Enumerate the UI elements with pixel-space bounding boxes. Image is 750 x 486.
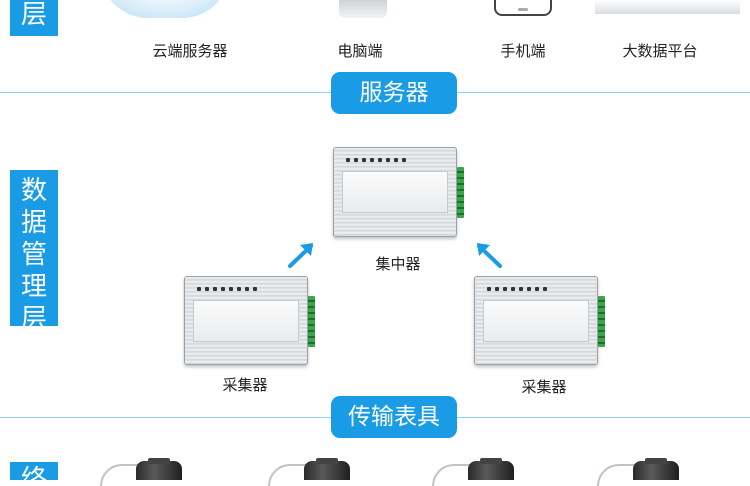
caption-collector-right: 采集器 [499, 376, 589, 397]
caption-computer: 电脑端 [315, 40, 405, 61]
device-front-panel [193, 300, 299, 342]
server-pill: 服务器 [331, 72, 457, 114]
caption-cloud-server: 云端服务器 [130, 40, 250, 61]
status-leds [346, 158, 406, 162]
caption-bigdata: 大数据平台 [605, 40, 715, 61]
layer-char: 层 [10, 0, 58, 30]
layer-label-bottom: 终 [10, 462, 58, 480]
water-meter-icon [597, 458, 689, 480]
collector-device-left [184, 276, 308, 365]
device-front-panel [342, 171, 448, 213]
layer-char: 据 [10, 207, 58, 239]
monitor-icon [339, 0, 387, 18]
water-meter-icon [100, 458, 192, 480]
layer-label-top: 层 [10, 0, 58, 36]
collector-device-right [474, 276, 598, 365]
caption-concentrator: 集中器 [353, 253, 443, 274]
terminal-block [598, 296, 605, 346]
phone-icon [494, 0, 552, 16]
water-meter-icon [268, 458, 360, 480]
terminal-block [308, 296, 315, 346]
concentrator-device [333, 147, 457, 237]
layer-char: 数 [10, 175, 58, 207]
status-leds [197, 287, 257, 291]
layer-char: 管 [10, 239, 58, 271]
caption-mobile: 手机端 [478, 40, 568, 61]
layer-label-data-management: 数 据 管 理 层 [10, 170, 58, 326]
layer-char: 终 [10, 462, 58, 480]
status-leds [487, 287, 547, 291]
layer-char: 层 [10, 303, 58, 335]
caption-collector-left: 采集器 [200, 374, 290, 395]
device-front-panel [483, 300, 589, 342]
bigdata-platform-icon [595, 0, 740, 14]
layer-char: 理 [10, 271, 58, 303]
transmission-meters-pill: 传输表具 [331, 396, 457, 438]
arrow-up-right-icon [286, 241, 316, 269]
terminal-block [457, 167, 464, 218]
arrow-up-left-icon [474, 241, 504, 269]
water-meter-icon [432, 458, 524, 480]
cloud-server-icon [100, 0, 230, 18]
